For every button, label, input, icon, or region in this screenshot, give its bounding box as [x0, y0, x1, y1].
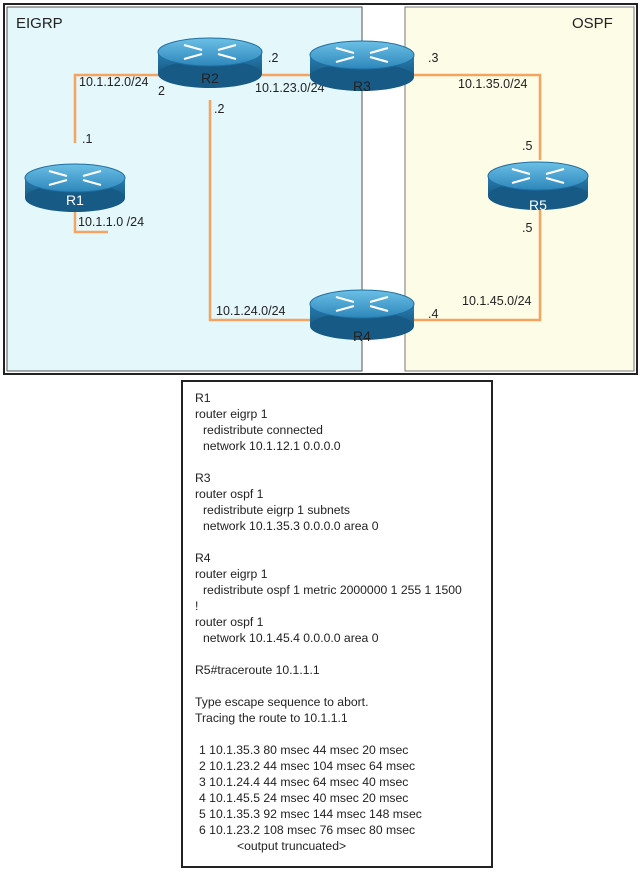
config-line: R4: [195, 551, 211, 565]
config-line: R3: [195, 471, 211, 485]
link-r2-r4: [208, 100, 312, 322]
config-line: router ospf 1: [195, 487, 264, 501]
config-line: redistribute connected: [203, 423, 323, 437]
config-blank-line: [195, 726, 491, 742]
config-line: router eigrp 1: [195, 567, 268, 581]
router-label-r2: R2: [201, 70, 219, 86]
ip-label-r4-r5-r4: .4: [428, 307, 438, 321]
link-r3-r5: [412, 73, 542, 160]
ip-label-r1-r2-r2: 2: [158, 84, 165, 98]
network-label-r1-lan: 10.1.1.0 /24: [78, 215, 144, 229]
router-arrows-icon: [183, 43, 237, 61]
config-line: 2 10.1.23.2 44 msec 104 msec 64 msec: [199, 759, 416, 773]
network-label-r4-r5: 10.1.45.0/24: [462, 294, 532, 308]
network-topology-diagram: EIGRP OSPF 10.1.12.0/24 .1 2 10.1.23.0/2…: [3, 3, 638, 375]
router-r4: R4: [309, 289, 415, 344]
ip-label-r3-r5-r5: .5: [522, 139, 532, 153]
network-label-r1-r2: 10.1.12.0/24: [79, 75, 149, 89]
network-label-r3-r5: 10.1.35.0/24: [458, 77, 528, 91]
config-blank-line: [195, 646, 491, 662]
config-line: 6 10.1.23.2 108 msec 76 msec 80 msec: [199, 823, 416, 837]
config-line: network 10.1.12.1 0.0.0.0: [203, 439, 341, 453]
ip-label-r1-r2-r1: .1: [82, 132, 92, 146]
config-line: redistribute eigrp 1 subnets: [203, 503, 351, 517]
router-arrows-icon: [335, 295, 389, 313]
link-r4-r5: [412, 207, 542, 322]
router-label-r5: R5: [529, 197, 547, 213]
config-blank-line: [195, 678, 491, 694]
router-arrows-icon: [48, 169, 102, 187]
network-label-r2-r3: 10.1.23.0/24: [255, 81, 325, 95]
router-r5: R5: [487, 161, 589, 213]
ip-label-r4-r5-r5: .5: [522, 221, 532, 235]
config-line: Tracing the route to 10.1.1.1: [195, 711, 348, 725]
config-output-box: R1 router eigrp 1 redistribute connected ne…: [181, 380, 493, 868]
router-r3: R3: [309, 40, 415, 94]
config-blank-line: [195, 454, 491, 470]
config-line: <output truncuated>: [237, 839, 347, 853]
config-line: router eigrp 1: [195, 407, 268, 421]
config-line: 4 10.1.45.5 24 msec 40 msec 20 msec: [199, 791, 409, 805]
router-label-r4: R4: [353, 328, 371, 344]
config-blank-line: [195, 534, 491, 550]
router-r2: R2: [157, 37, 263, 88]
link-r1-r2: [73, 73, 160, 143]
config-line: 3 10.1.24.4 44 msec 64 msec 40 msec: [199, 775, 409, 789]
ospf-area-label: OSPF: [572, 15, 613, 32]
router-label-r1: R1: [66, 192, 84, 208]
config-line: 1 10.1.35.3 80 msec 44 msec 20 msec: [199, 743, 409, 757]
eigrp-area-label: EIGRP: [16, 15, 63, 32]
router-r1: R1: [24, 163, 126, 212]
config-line: R5#traceroute 10.1.1.1: [195, 663, 320, 677]
ip-label-r2-r4-r2: .2: [214, 102, 224, 116]
config-line: router ospf 1: [195, 615, 264, 629]
ip-label-r2-r3-r2: .2: [268, 51, 278, 65]
config-line: network 10.1.45.4 0.0.0.0 area 0: [203, 631, 379, 645]
config-line: redistribute ospf 1 metric 2000000 1 255…: [203, 583, 462, 597]
router-label-r3: R3: [353, 78, 371, 94]
config-line: Type escape sequence to abort.: [195, 695, 369, 709]
router-arrows-icon: [335, 46, 389, 64]
config-line: network 10.1.35.3 0.0.0.0 area 0: [203, 519, 379, 533]
config-line: R1: [195, 391, 211, 405]
config-line: 5 10.1.35.3 92 msec 144 msec 148 msec: [199, 807, 422, 821]
config-line: !: [195, 599, 199, 613]
network-label-r2-r4: 10.1.24.0/24: [216, 304, 286, 318]
router-arrows-icon: [511, 167, 565, 185]
ip-label-r3-r5-r3: .3: [428, 51, 438, 65]
link-r1-lan: [73, 210, 108, 234]
